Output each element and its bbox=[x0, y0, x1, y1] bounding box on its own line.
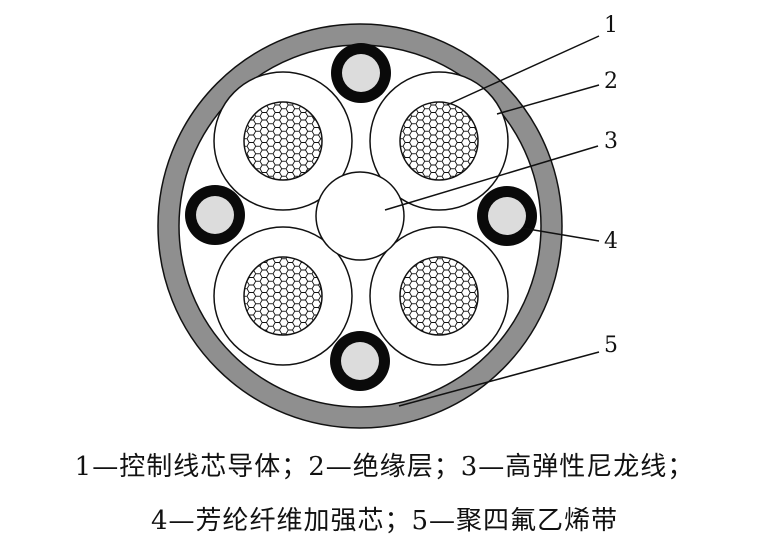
conductor bbox=[243, 101, 323, 181]
callout-number-4: 4 bbox=[604, 229, 618, 254]
aramid-core-top bbox=[331, 43, 391, 103]
legend-caption-line-1: 1—控制线芯导体；2—绝缘层；3—高弹性尼龙线； bbox=[74, 452, 695, 482]
cable-cross-section-diagram: 1 2 3 4 5 bbox=[157, 13, 618, 429]
conductor bbox=[399, 256, 479, 336]
control-core-bottom-left bbox=[213, 226, 353, 366]
nylon-filler-center bbox=[315, 171, 405, 261]
aramid-core-right bbox=[477, 186, 537, 246]
aramid-fill bbox=[341, 342, 379, 380]
legend-caption-line-2: 4—芳纶纤维加强芯；5—聚四氟乙烯带 bbox=[150, 506, 619, 536]
control-core-top-left bbox=[213, 71, 353, 211]
aramid-core-left bbox=[185, 185, 245, 245]
leader-line-3 bbox=[384, 145, 599, 211]
aramid-core-bottom bbox=[330, 331, 390, 391]
leader-line-2 bbox=[496, 84, 600, 115]
callout-number-2: 2 bbox=[604, 69, 618, 94]
leader-line-1 bbox=[446, 35, 600, 106]
leader-line-4 bbox=[521, 227, 600, 242]
aramid-fill bbox=[196, 196, 234, 234]
leader-line-5 bbox=[398, 351, 600, 407]
callout-number-1: 1 bbox=[604, 13, 618, 38]
aramid-fill bbox=[488, 197, 526, 235]
conductor bbox=[243, 256, 323, 336]
aramid-fill bbox=[342, 54, 380, 92]
callout-number-3: 3 bbox=[604, 129, 618, 154]
control-core-bottom-right bbox=[369, 226, 509, 366]
conductor bbox=[399, 101, 479, 181]
control-core-top-right bbox=[369, 71, 509, 211]
callout-number-5: 5 bbox=[604, 333, 618, 358]
